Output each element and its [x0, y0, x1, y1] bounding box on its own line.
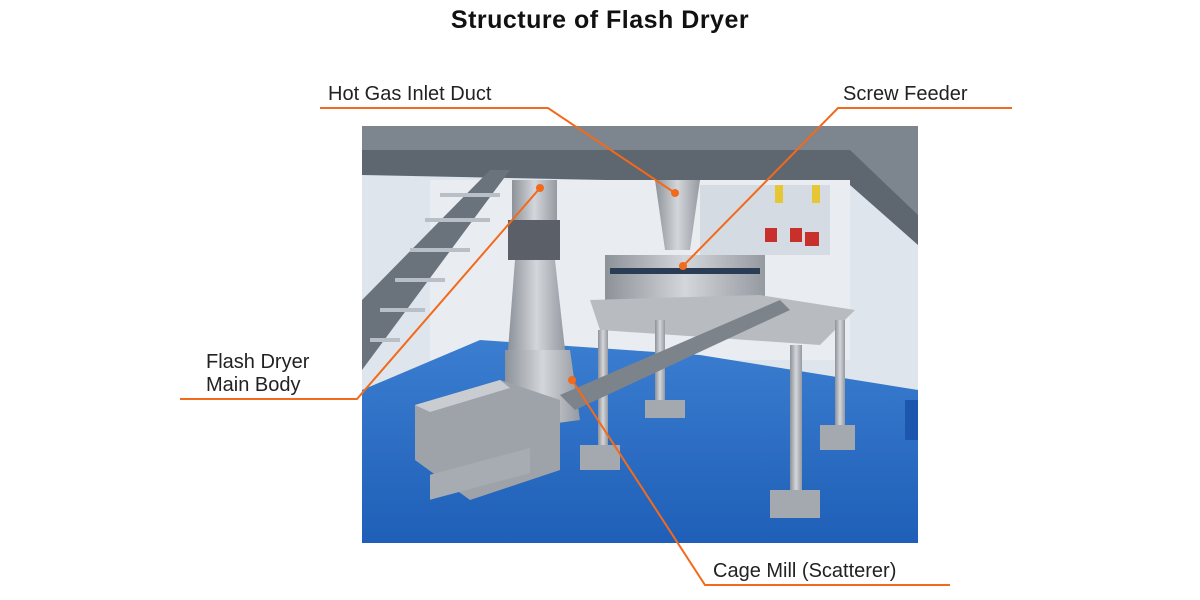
screw-feeder-label: Screw Feeder — [843, 83, 968, 105]
cage-mill-leader — [571, 379, 950, 586]
flash-dryer-main-body-leader — [180, 187, 541, 400]
diagram-title: Structure of Flash Dryer — [450, 6, 750, 34]
screw-feeder-leader — [682, 107, 1012, 267]
leader-dots — [536, 184, 687, 384]
photo — [362, 126, 918, 543]
leader-lines — [180, 107, 1012, 586]
flash-dryer-label-line1: Flash Dryer — [206, 351, 310, 373]
cage-mill-label: Cage Mill (Scatterer) — [713, 560, 897, 582]
hot-gas-inlet-duct-label: Hot Gas Inlet Duct — [328, 83, 492, 105]
hot-gas-inlet-duct-leader — [320, 107, 676, 194]
flash-dryer-label-line2: Main Body — [206, 374, 301, 396]
